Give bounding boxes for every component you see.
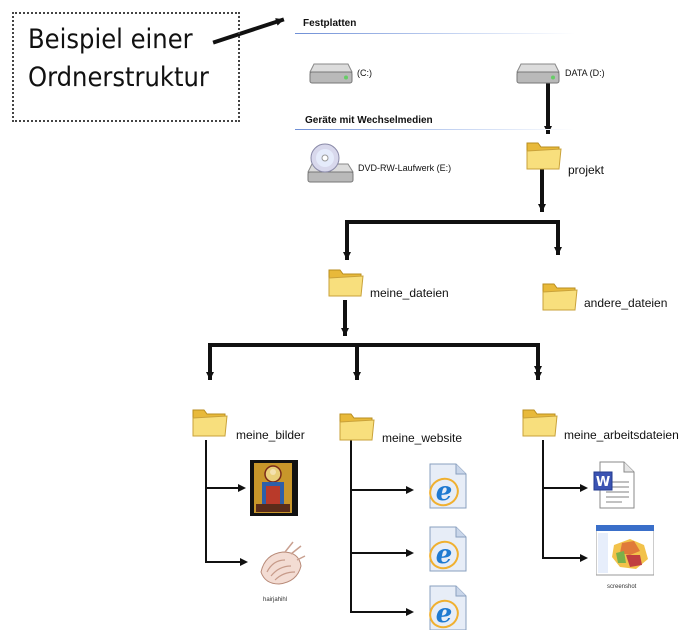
folder-label-projekt[interactable]: projekt <box>568 163 605 177</box>
arrow-website-to-file3 <box>350 440 414 616</box>
folder-icon[interactable] <box>524 137 564 173</box>
arrow-arbeit-to-screenshot <box>542 440 588 562</box>
internet-explorer-file-icon[interactable]: e <box>422 584 468 630</box>
branch-level1 <box>345 220 562 255</box>
screenshot-caption: screenshot <box>607 584 637 590</box>
internet-explorer-file-icon[interactable]: e <box>422 525 468 573</box>
arrow-bilder-to-shell <box>205 440 248 566</box>
folder-icon[interactable] <box>520 404 560 440</box>
folder-icon[interactable] <box>540 278 580 314</box>
word-document-icon[interactable]: W <box>592 460 636 510</box>
branch-level2 <box>208 343 542 374</box>
folder-icon[interactable] <box>190 404 230 440</box>
svg-text:e: e <box>436 540 453 570</box>
hard-drive-icon[interactable] <box>308 58 354 86</box>
section-divider-festplatten <box>295 33 575 34</box>
svg-text:e: e <box>436 599 453 629</box>
drive-dvd-label[interactable]: DVD-RW-Laufwerk (E:) <box>358 163 452 173</box>
folder-label-meine-dateien[interactable]: meine_dateien <box>370 286 449 300</box>
hard-drive-icon[interactable] <box>515 58 561 86</box>
callout-line-2: Ordnerstruktur <box>28 62 209 93</box>
folder-label-meine-bilder[interactable]: meine_bilder <box>236 428 305 442</box>
callout-box: Beispiel einer Ordnerstruktur <box>12 12 240 122</box>
folder-icon[interactable] <box>337 408 377 444</box>
section-header-wechselmedien: Geräte mit Wechselmedien <box>305 115 433 126</box>
callout-pointer-arrow <box>212 17 285 45</box>
shell-caption: hairjahihl <box>263 597 288 603</box>
svg-text:W: W <box>596 475 610 490</box>
internet-explorer-file-icon[interactable]: e <box>422 462 468 510</box>
drive-d-label[interactable]: DATA (D:) <box>565 68 605 78</box>
folder-label-andere-dateien[interactable]: andere_dateien <box>584 296 668 310</box>
svg-text:e: e <box>436 477 453 507</box>
drive-c-label[interactable]: (C:) <box>357 68 372 78</box>
section-header-festplatten: Festplatten <box>303 18 357 29</box>
painting-thumbnail[interactable] <box>250 460 298 516</box>
folder-icon[interactable] <box>326 264 366 300</box>
section-divider-wechselmedien <box>295 129 575 130</box>
screenshot-thumbnail[interactable] <box>596 525 654 577</box>
folder-label-meine-arbeitsdateien[interactable]: meine_arbeitsdateien <box>564 428 679 442</box>
shell-thumbnail[interactable] <box>255 538 307 594</box>
folder-label-meine-website[interactable]: meine_website <box>382 431 463 445</box>
dvd-drive-icon[interactable] <box>306 142 356 186</box>
callout-line-1: Beispiel einer <box>28 24 193 55</box>
